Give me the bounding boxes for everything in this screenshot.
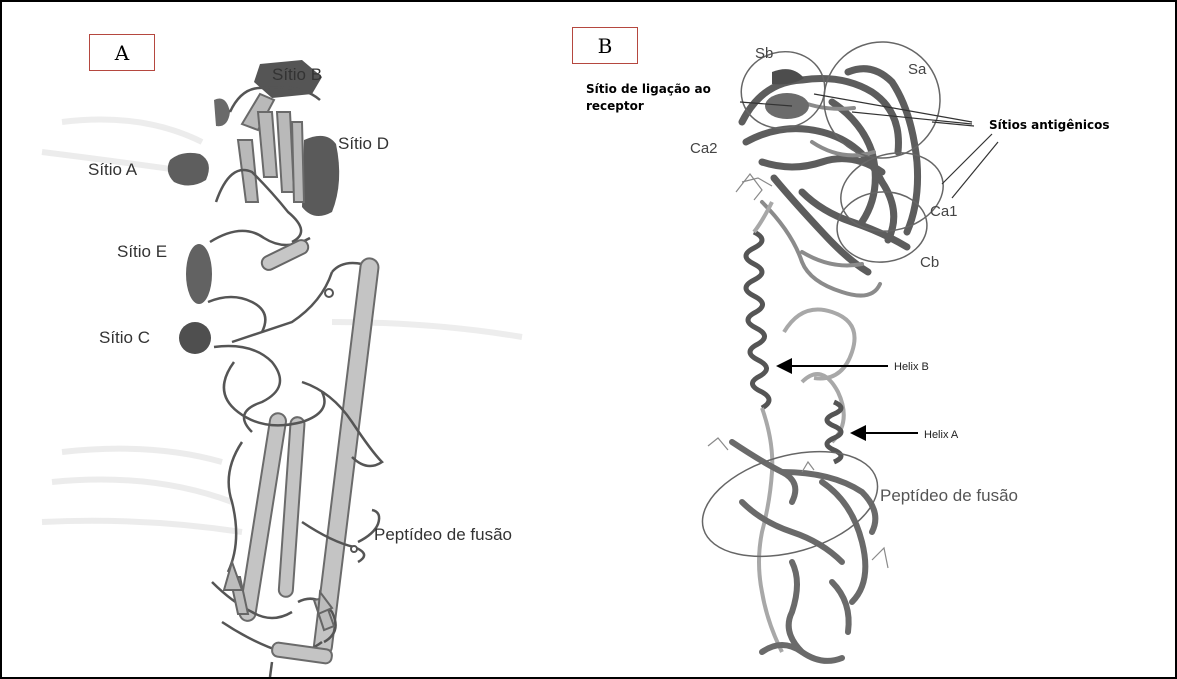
label-helix-a: Helix A	[924, 429, 959, 441]
label-sitio-e: Sítio E	[117, 242, 167, 261]
label-sitio-a: Sítio A	[88, 160, 138, 179]
label-ca1: Ca1	[930, 203, 958, 220]
panel-b-structure: Sb Sa Ca2 Ca1 Cb Sítio de ligação ao rec…	[586, 26, 1110, 661]
label-receptor-site-line1: Sítio de ligação ao	[586, 82, 711, 96]
label-sitio-b: Sítio B	[272, 65, 322, 84]
label-antigenic-sites: Sítios antigênicos	[989, 118, 1110, 132]
label-sitio-c: Sítio C	[99, 328, 150, 347]
label-fusion-peptide-a: Peptídeo de fusão	[374, 525, 512, 544]
label-ca2: Ca2	[690, 140, 718, 157]
label-helix-b: Helix B	[894, 361, 929, 373]
label-sa: Sa	[908, 61, 927, 78]
label-sitio-d: Sítio D	[338, 134, 389, 153]
label-sb: Sb	[755, 45, 773, 62]
label-receptor-site-line2: receptor	[586, 99, 644, 113]
panel-a-structure: Sítio B Sítio D Sítio A Sítio E Sítio C …	[42, 60, 522, 677]
label-fusion-peptide-b: Peptídeo de fusão	[880, 486, 1018, 505]
label-cb: Cb	[920, 254, 939, 271]
